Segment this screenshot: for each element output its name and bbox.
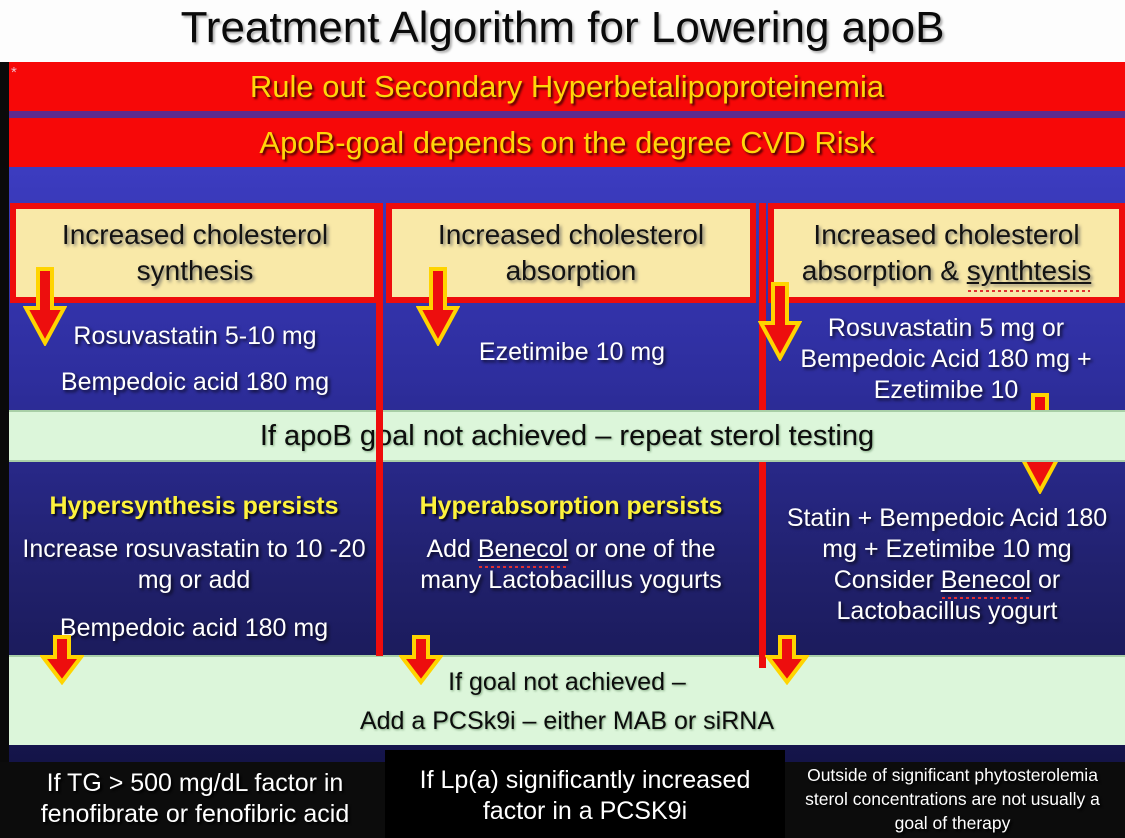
persist-col1-line1: Increase rosuvastatin to 10 -20 — [22, 535, 366, 563]
banner-divider — [9, 111, 1125, 118]
treatment-col2: Ezetimibe 10 mg — [392, 338, 752, 367]
persist-col2-body: Add Benecol or one of the many Lactobaci… — [388, 534, 754, 596]
persist-col3-line3: Consider Benecol or — [772, 565, 1122, 599]
persist-col3-line3-pre: Consider — [833, 566, 941, 594]
band2-line2: Add a PCSk9i – either MAB or siRNA — [359, 707, 775, 735]
footer-phyto-line2: sterol concentrations are not usually a — [805, 789, 1100, 809]
footer-note-tg: If TG > 500 mg/dL factor in fenofibrate … — [0, 768, 390, 830]
band1-text: If apoB goal not achieved – repeat stero… — [259, 419, 875, 452]
footer-lpa-line1: If Lp(a) significantly increased — [419, 766, 751, 794]
footer-tg-line2: fenofibrate or fenofibric acid — [40, 800, 350, 828]
footer-lpa-line2: factor in a PCSK9i — [482, 797, 688, 825]
header-synthesis-line2: synthesis — [136, 255, 254, 286]
persist-col1-body: Increase rosuvastatin to 10 -20 mg or ad… — [14, 534, 374, 644]
column-divider-left — [376, 203, 383, 656]
persist-col3-line2: mg + Ezetimibe 10 mg — [822, 535, 1072, 563]
banner-rule-out-text: Rule out Secondary Hyperbetalipoproteine… — [249, 68, 885, 104]
footer-note-lpa: If Lp(a) significantly increased factor … — [390, 765, 780, 827]
treatment-col2-line1: Ezetimibe 10 mg — [478, 338, 666, 366]
down-arrow-icon — [23, 267, 67, 346]
footer-tg-line1: If TG > 500 mg/dL factor in — [46, 769, 344, 797]
persist-col1-line3: Bempedoic acid 180 mg — [59, 614, 329, 642]
treatment-col3-line1: Rosuvastatin 5 mg or — [827, 314, 1065, 342]
banner-apob-goal-text: ApoB-goal depends on the degree CVD Risk — [259, 124, 875, 160]
footer-phyto-line3: goal of therapy — [894, 813, 1011, 833]
header-box-absorption-synthesis: Increased cholesterol absorption & synth… — [768, 203, 1125, 303]
banner-apob-goal: ApoB-goal depends on the degree CVD Risk — [9, 118, 1125, 167]
header-absorption-line1: Increased cholesterol — [437, 219, 705, 250]
persist-col1: Hypersynthesis persists Increase rosuvas… — [14, 492, 374, 644]
persist-col3-line4: Lactobacillus yogurt — [836, 597, 1058, 625]
header-both-line2-pre: absorption & — [801, 255, 967, 286]
persist-col2-line2: many Lactobacillus yogurts — [420, 566, 722, 594]
band-pcsk9i: If goal not achieved – Add a PCSk9i – ei… — [9, 655, 1125, 745]
persist-col2-line1-pre: Add — [426, 535, 478, 563]
treatment-col3: Rosuvastatin 5 mg or Bempedoic Acid 180 … — [772, 313, 1120, 406]
persist-col1-line2: mg or add — [137, 566, 251, 594]
persist-col2: Hyperabsorption persists Add Benecol or … — [388, 492, 754, 596]
treatment-col3-line3: Ezetimibe 10 — [873, 376, 1019, 404]
header-synthesis-line1: Increased cholesterol — [61, 219, 329, 250]
persist-col3: Statin + Bempedoic Acid 180 mg + Ezetimi… — [772, 503, 1122, 627]
persist-col3-body: Statin + Bempedoic Acid 180 mg + Ezetimi… — [772, 503, 1122, 627]
column-divider-right-upper — [759, 203, 766, 410]
down-arrow-icon — [40, 635, 84, 685]
band2-line1: If goal not achieved – — [448, 668, 686, 696]
footer-col2-background — [385, 750, 785, 838]
treatment-col1-line1: Rosuvastatin 5-10 mg — [73, 322, 317, 350]
header-absorption-line2: absorption — [505, 255, 637, 286]
persist-col3-line3-post: or — [1031, 566, 1061, 594]
header-both-line1: Increased cholesterol — [813, 219, 1080, 250]
left-edge-border — [0, 62, 9, 762]
header-box-absorption: Increased cholesterol absorption — [386, 203, 756, 303]
persist-col2-line1: Add Benecol or one of the — [388, 534, 754, 568]
footer-note-phytosterolemia: Outside of significant phytosterolemia s… — [780, 763, 1125, 835]
treatment-col1: Rosuvastatin 5-10 mg Bempedoic acid 180 … — [20, 322, 370, 397]
down-arrow-icon — [758, 282, 802, 361]
down-arrow-icon — [399, 635, 443, 685]
persist-col3-benecol: Benecol — [940, 566, 1032, 599]
persist-col1-title: Hypersynthesis persists — [49, 492, 339, 520]
persist-col2-title: Hyperabsorption persists — [419, 492, 723, 520]
persist-col2-line1-post: or one of the — [568, 535, 716, 563]
page-title: Treatment Algorithm for Lowering apoB — [180, 3, 945, 52]
treatment-col1-line2: Bempedoic acid 180 mg — [60, 368, 330, 396]
persist-col2-benecol: Benecol — [477, 535, 569, 568]
header-box-synthesis: Increased cholesterol synthesis — [10, 203, 380, 303]
footer-phyto-line1: Outside of significant phytosterolemia — [807, 765, 1098, 785]
banner-rule-out: Rule out Secondary Hyperbetalipoproteine… — [9, 62, 1125, 111]
footnote-asterisk: * — [11, 64, 17, 81]
band-repeat-sterol-testing: If apoB goal not achieved – repeat stero… — [9, 410, 1125, 462]
treatment-col3-line2: Bempedoic Acid 180 mg + — [800, 345, 1092, 373]
column-divider-right-lower — [759, 462, 766, 668]
persist-col3-line1: Statin + Bempedoic Acid 180 — [786, 504, 1108, 532]
down-arrow-icon — [416, 267, 460, 346]
header-both-line2: absorption & synthtesis — [801, 253, 1091, 292]
header-both-line2-underlined: synthtesis — [967, 253, 1091, 292]
title-band: Treatment Algorithm for Lowering apoB — [0, 0, 1125, 62]
down-arrow-icon — [765, 635, 809, 685]
